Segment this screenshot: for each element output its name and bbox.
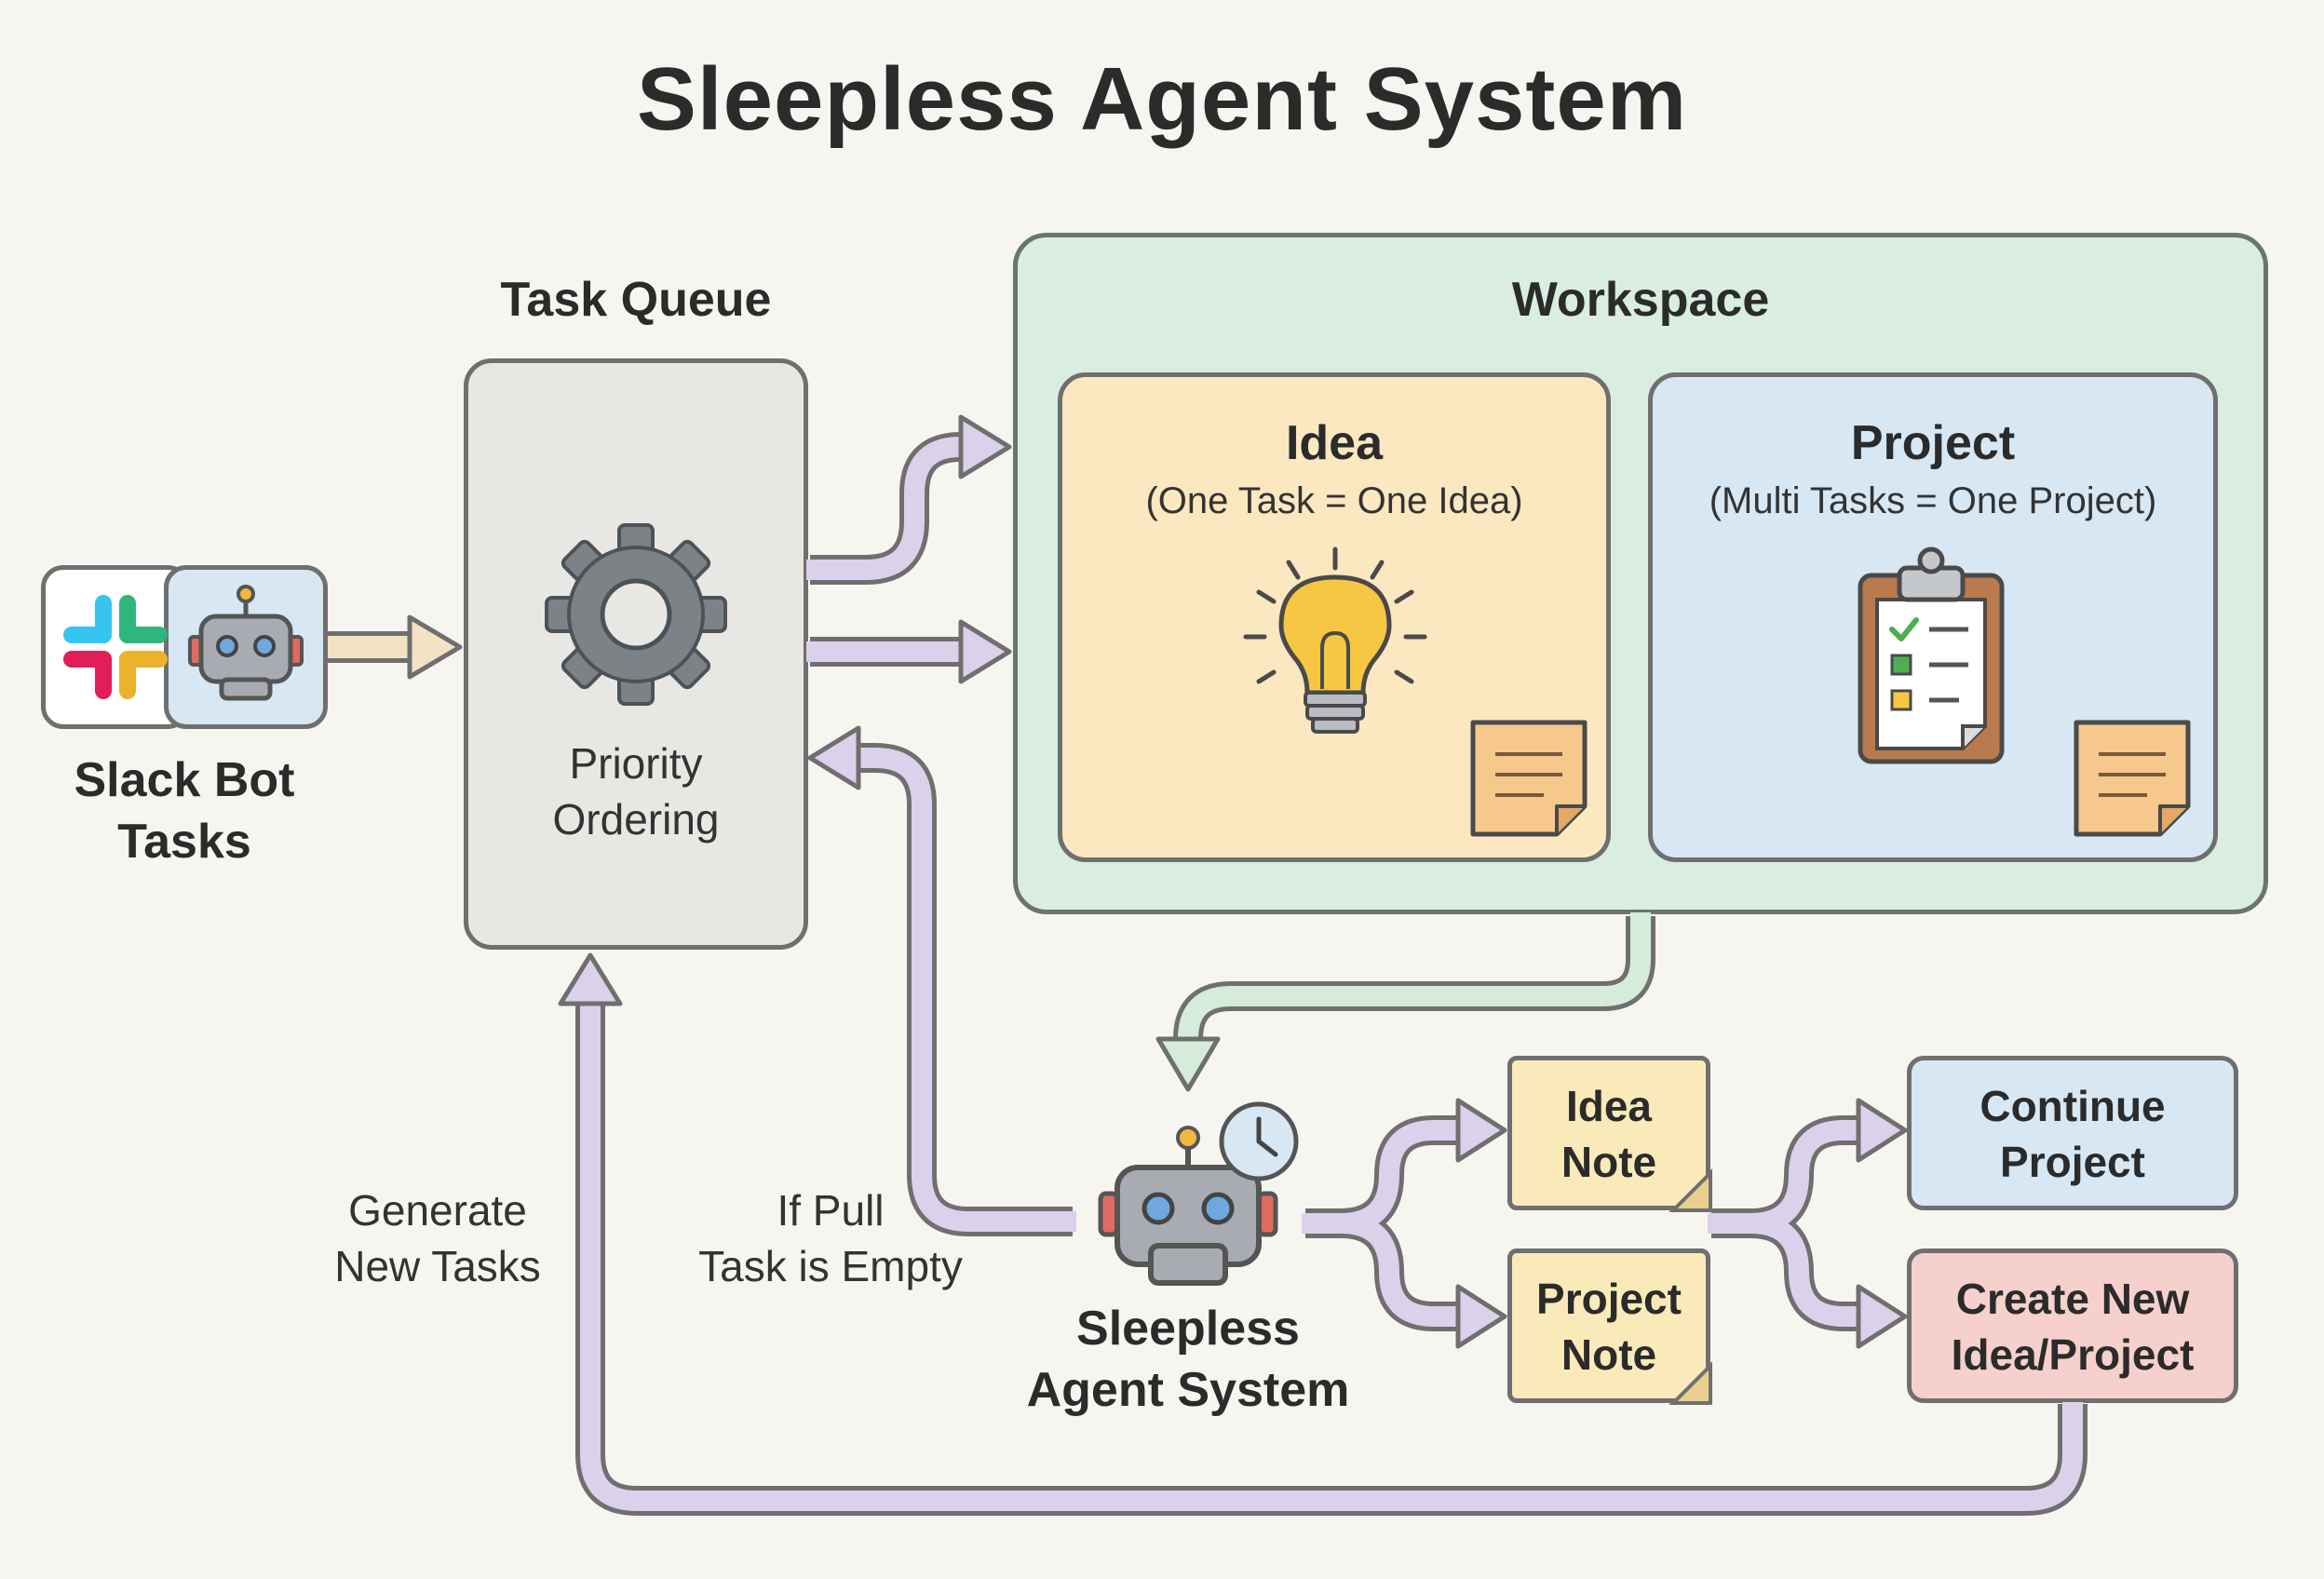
idea-heading: Idea <box>1285 416 1384 470</box>
continue-project-label: Continue Project <box>1907 1078 2238 1190</box>
arrow-slack-to-queue <box>328 614 463 680</box>
create-new-line1: Create New <box>1955 1275 2190 1323</box>
priority-ordering-label: Priority Ordering <box>464 736 808 847</box>
sticky-note-icon <box>2074 720 2191 837</box>
project-note-label: Project Note <box>1507 1271 1710 1383</box>
idea-note-line2: Note <box>1561 1138 1657 1186</box>
project-note-box <box>1507 1248 1710 1403</box>
create-new-box <box>1907 1248 2238 1403</box>
project-note-line1: Project <box>1536 1275 1682 1323</box>
note-fold-corners <box>1669 1168 1712 1405</box>
generate-new-tasks-line2: New Tasks <box>334 1242 541 1290</box>
priority-ordering-line2: Ordering <box>552 795 720 843</box>
agent-label-line2: Agent System <box>1026 1363 1350 1417</box>
idea-subtitle: (One Task = One Idea) <box>1145 480 1523 521</box>
idea-note-label: Idea Note <box>1507 1078 1710 1190</box>
project-subtitle: (Multi Tasks = One Project) <box>1709 480 2157 521</box>
arrow-queue-to-idea-upper <box>806 414 1012 585</box>
generate-new-tasks-label: Generate New Tasks <box>279 1182 596 1294</box>
robot-icon <box>1098 1126 1278 1286</box>
arrow-agent-to-queue <box>807 725 1076 1236</box>
idea-note-line1: Idea <box>1565 1082 1653 1130</box>
project-note-line2: Note <box>1561 1330 1657 1379</box>
slack-bot-tasks-label: Slack Bot Tasks <box>28 749 341 872</box>
idea-note-box <box>1507 1056 1710 1210</box>
agent-label-line1: Sleepless <box>1076 1302 1300 1356</box>
agent-label: Sleepless Agent System <box>987 1298 1389 1421</box>
robot-icon <box>188 585 304 701</box>
lightbulb-icon <box>1243 547 1427 734</box>
workspace-heading: Workspace <box>1511 273 1770 327</box>
priority-ordering-line1: Priority <box>569 739 703 788</box>
arrow-create-to-queue <box>558 952 2088 1516</box>
create-new-line2: Idea/Project <box>1951 1330 2195 1379</box>
continue-project-line2: Project <box>2000 1138 2145 1186</box>
arrow-agent-to-notes <box>1302 1098 1507 1349</box>
arrow-notes-to-outcomes <box>1708 1098 1908 1349</box>
slack-bot-tasks-line2: Tasks <box>117 815 251 869</box>
continue-project-line1: Continue <box>1979 1082 2166 1130</box>
slack-bot-tasks-line1: Slack Bot <box>74 753 295 807</box>
arrow-queue-to-workspace <box>806 619 1012 684</box>
task-queue-heading: Task Queue <box>500 273 772 327</box>
clipboard-checklist-icon <box>1858 547 2005 764</box>
sticky-note-icon <box>1470 720 1588 837</box>
slack-logo-icon <box>63 595 168 699</box>
pull-task-empty-line1: If Pull <box>777 1186 885 1235</box>
clock-icon <box>1219 1101 1299 1181</box>
generate-new-tasks-line1: Generate <box>348 1186 527 1235</box>
page-title: Sleepless Agent System <box>636 49 1688 149</box>
gear-icon <box>545 523 727 706</box>
project-heading: Project <box>1850 416 2016 470</box>
continue-project-box <box>1907 1056 2238 1210</box>
arrow-workspace-to-agent <box>1155 912 1655 1092</box>
pull-task-empty-label: If Pull Task is Empty <box>663 1182 998 1294</box>
pull-task-empty-line2: Task is Empty <box>698 1242 963 1290</box>
create-new-label: Create New Idea/Project <box>1907 1271 2238 1383</box>
